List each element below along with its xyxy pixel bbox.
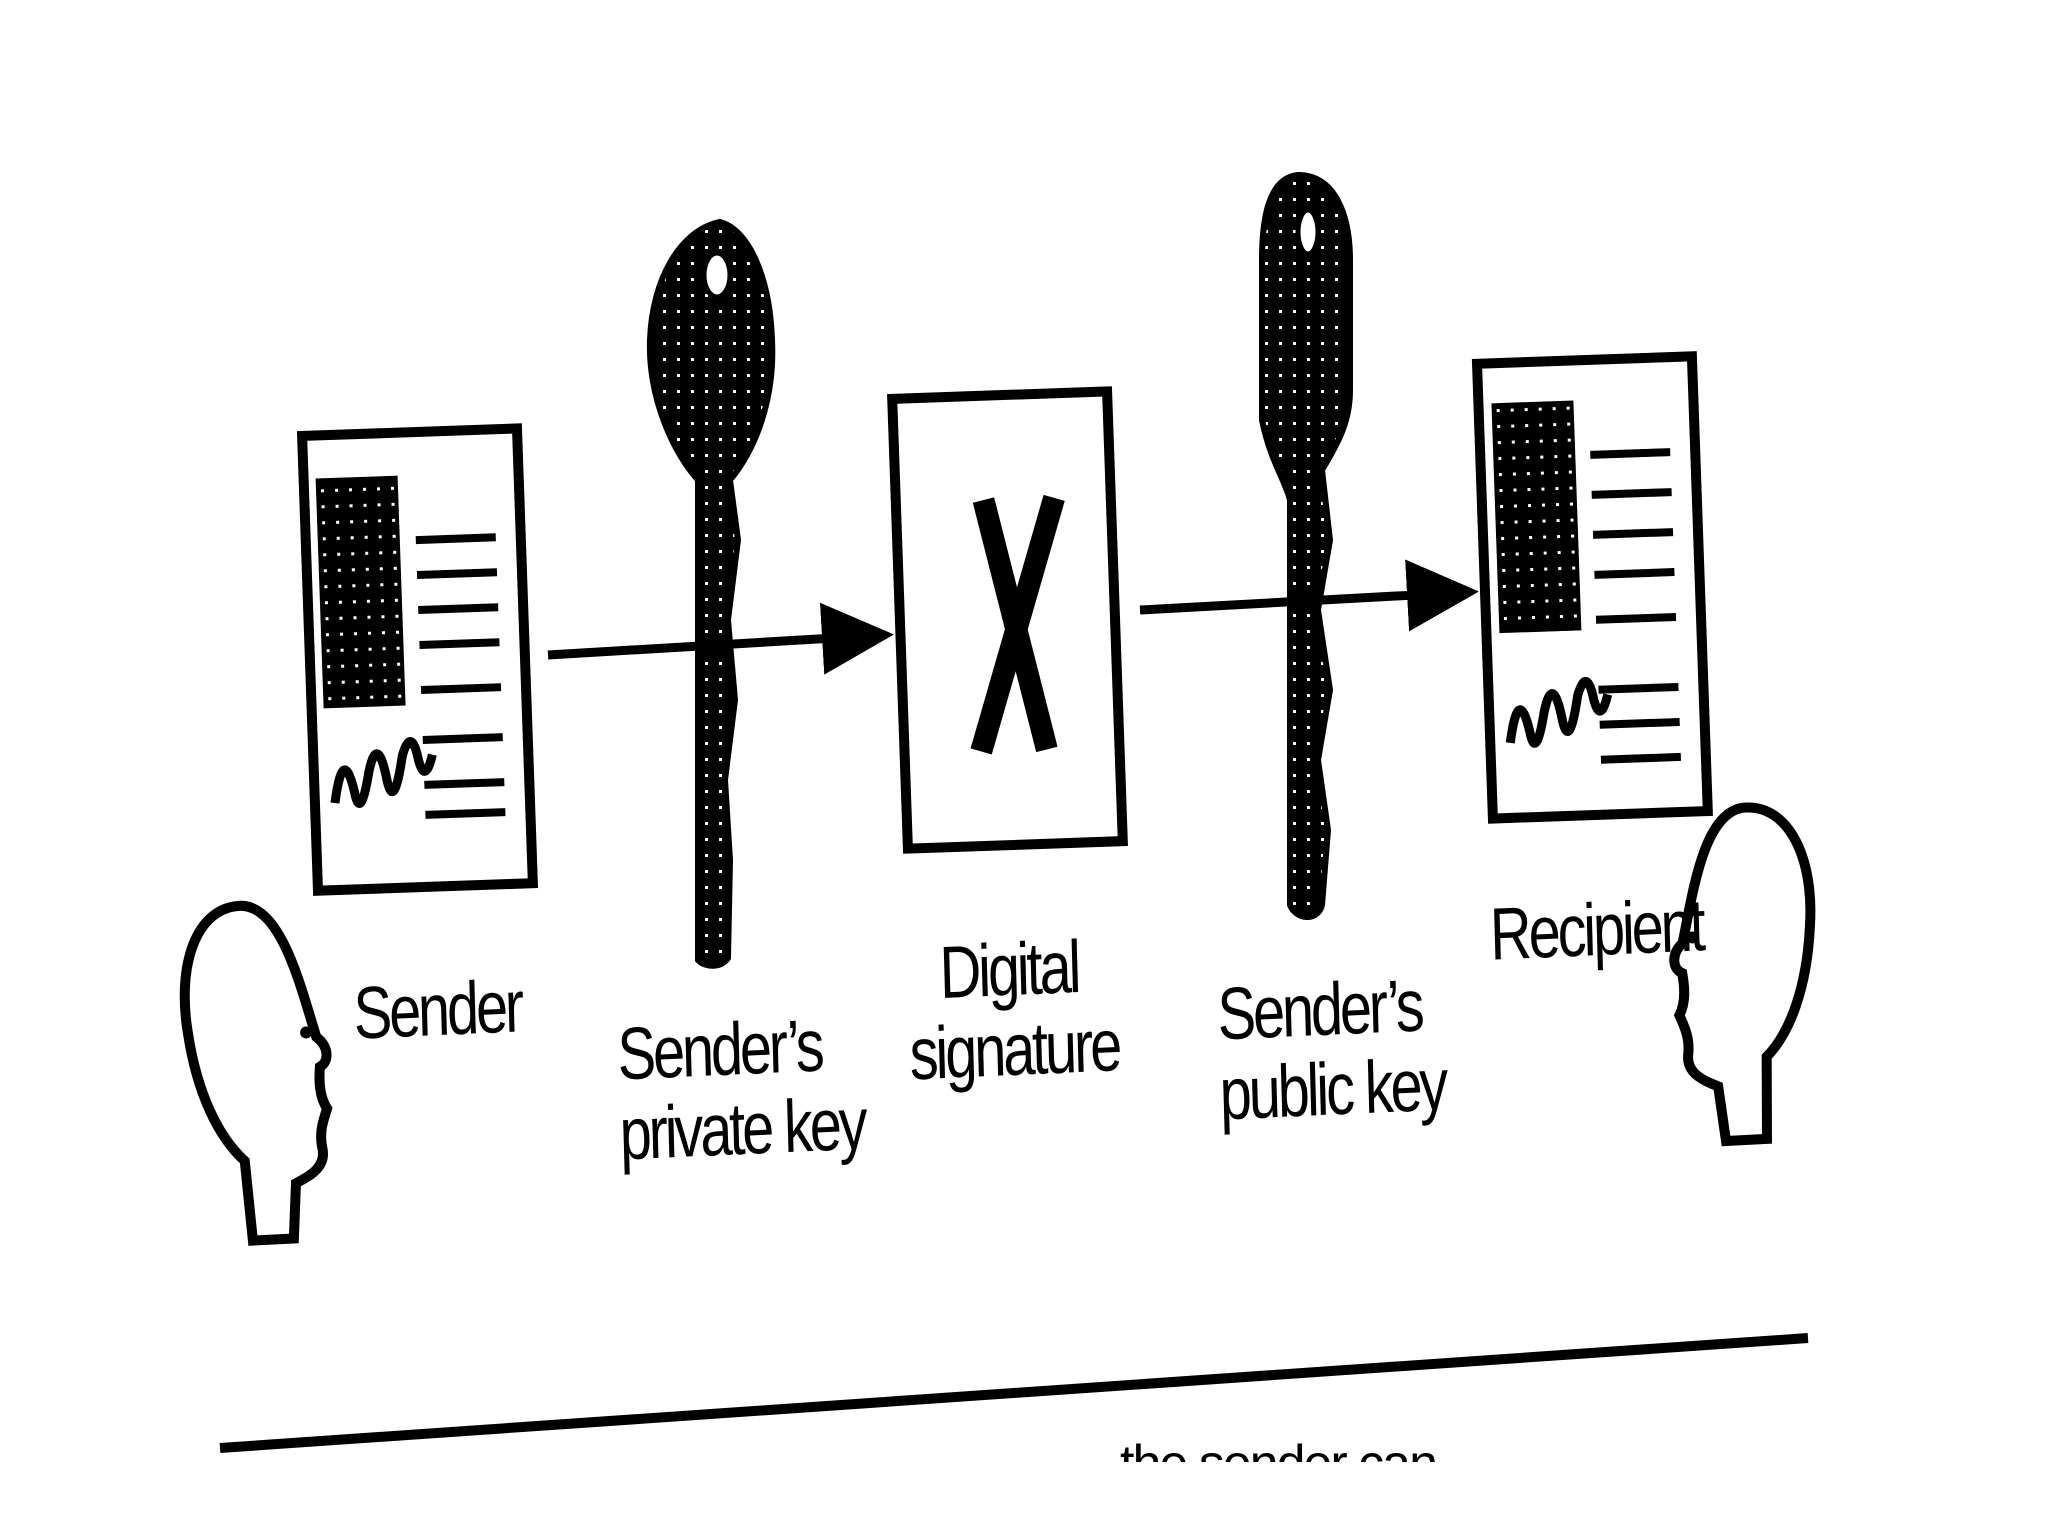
label-sender: Sender [352,964,523,1055]
label-digital-signature: Digital signature [906,924,1121,1096]
signature-box-icon [887,386,1128,854]
label-private-key-line1: Sender’s [616,1003,823,1096]
signature-scribble [330,737,437,808]
label-public-key-line2: public key [1218,1042,1447,1136]
label-private-key: Sender’s private key [616,1003,866,1176]
signature-scribble [1505,676,1613,748]
caption-fragment: the sender can [1120,1432,1760,1462]
label-public-key-line1: Sender’s [1216,963,1423,1056]
sender-document-icon [296,423,539,896]
recipient-head-icon [1669,802,1816,1147]
bottom-rule [219,1333,1809,1453]
recipient-document-icon [1471,351,1713,824]
public-key-icon [1259,171,1353,920]
sender-head-icon [179,900,333,1246]
private-key-icon [646,218,776,969]
arrow-icon [1139,559,1479,632]
label-recipient-text: Recipient [1488,883,1704,976]
arrow-icon [547,602,894,675]
label-recipient: Recipient [1488,883,1704,976]
label-digital-signature-line2: signature [908,1003,1121,1096]
label-private-key-line2: private key [618,1081,866,1176]
label-sender-text: Sender [352,964,523,1055]
label-digital-signature-line1: Digital [938,924,1080,1015]
label-public-key: Sender’s public key [1216,963,1447,1136]
